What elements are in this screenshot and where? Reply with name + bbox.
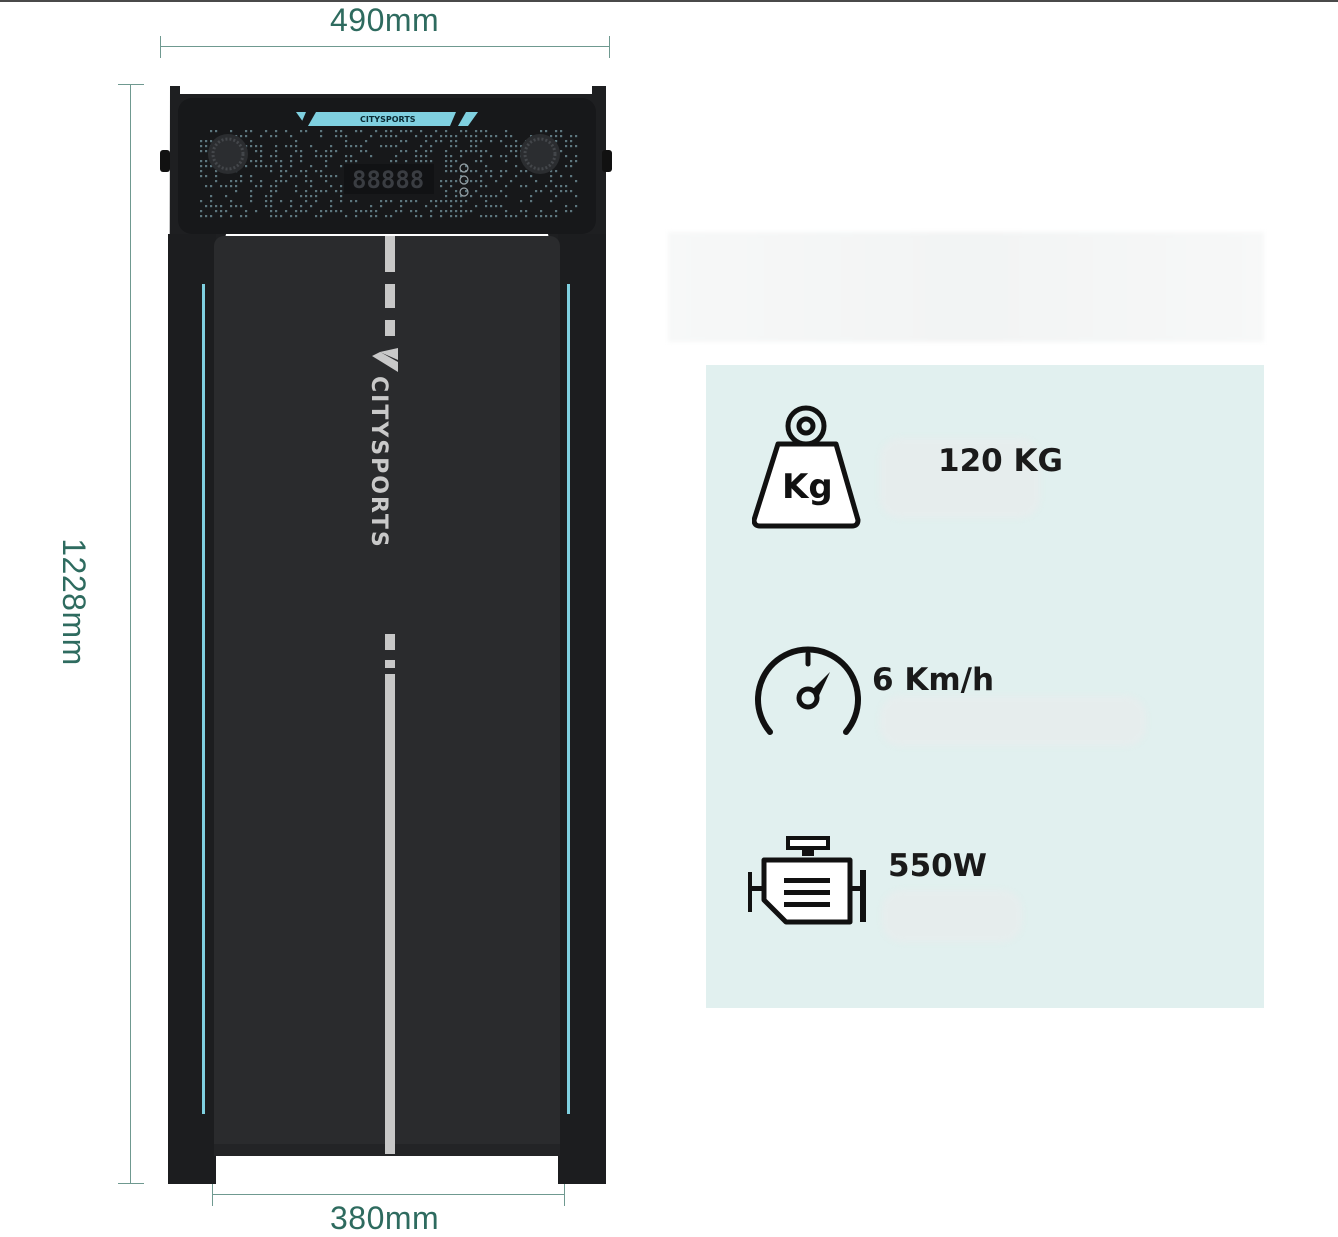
- brand-logo-icon: [372, 348, 398, 372]
- length-dimension-label: 1228mm: [56, 538, 92, 666]
- belt-brand-text: CITYSPORTS: [366, 376, 391, 549]
- console-accent-bar: [296, 112, 478, 126]
- weight-icon: Kg: [752, 405, 861, 529]
- top-border: [0, 0, 1338, 2]
- weight-icon-label: Kg: [782, 467, 833, 507]
- faint-background-band: [668, 232, 1264, 342]
- belt-center-stripe: [385, 236, 395, 1154]
- left-speaker-icon: [208, 134, 248, 174]
- speedometer-icon: [755, 646, 861, 735]
- console-display: [344, 164, 434, 194]
- console-display-digits: 88888: [352, 166, 424, 194]
- width-dimension-line: [160, 46, 610, 47]
- weight-value: 120 KG: [938, 443, 1063, 479]
- belt-dimension-label: 380mm: [330, 1200, 440, 1236]
- console-brand-text: CITYSPORTS: [360, 115, 416, 124]
- console-dot-pattern: [200, 130, 578, 218]
- right-accent-rail: [567, 284, 570, 1114]
- left-accent-rail: [202, 284, 205, 1114]
- length-dimension-tick-top: [118, 84, 144, 85]
- engine-icon: [748, 836, 866, 925]
- width-dimension-tick-right: [609, 36, 610, 58]
- treadmill-image: CITYSPORTS 88888 CITYSPORTS: [160, 86, 612, 1184]
- belt-dimension-line: [212, 1194, 564, 1195]
- length-dimension-tick-bottom: [118, 1183, 144, 1184]
- length-dimension-line: [130, 84, 131, 1184]
- speed-value: 6 Km/h: [872, 662, 995, 698]
- right-speaker-icon: [520, 134, 560, 174]
- power-value: 550W: [888, 848, 987, 884]
- belt-dimension-tick-right: [564, 1184, 565, 1206]
- belt-brand: CITYSPORTS: [366, 348, 398, 549]
- belt-dimension-tick-left: [212, 1184, 213, 1206]
- width-dimension-tick-left: [160, 36, 161, 58]
- width-dimension-label: 490mm: [330, 2, 440, 38]
